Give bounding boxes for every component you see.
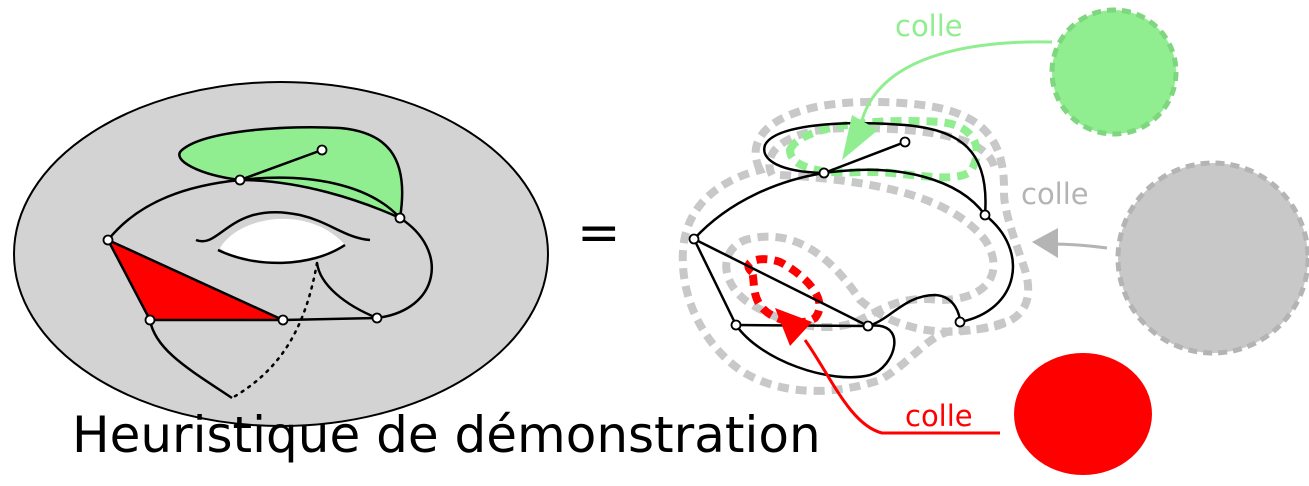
vertex	[371, 312, 383, 324]
colle-label-gray: colle	[1021, 177, 1089, 211]
vertex	[730, 319, 742, 331]
gray-disk	[1115, 160, 1309, 356]
torus-hole-lower-edge	[217, 243, 346, 265]
gray-arrowhead	[1032, 228, 1058, 258]
vertex	[102, 234, 114, 246]
green-disk	[1049, 7, 1179, 137]
torus-edge-right-loop	[376, 216, 434, 320]
green-arrowhead	[842, 115, 878, 160]
equals-sign: =	[577, 203, 621, 263]
green-face-chord	[239, 148, 323, 182]
vertex	[954, 316, 966, 328]
unfolded-figure	[678, 97, 1033, 395]
green-arrow	[860, 40, 1053, 121]
unfolded-edge-right	[959, 214, 1015, 324]
vertex	[277, 314, 289, 326]
unfolded-edge-bottom	[734, 324, 896, 379]
vertex	[899, 136, 911, 148]
torus-hole-upper-edge	[195, 210, 371, 243]
unfolded-edge-bump	[867, 293, 962, 328]
colle-label-red: colle	[905, 399, 973, 433]
vertex	[394, 212, 406, 224]
red-arrowhead	[775, 308, 812, 346]
red-dashed-boundary	[744, 255, 824, 327]
unfolded-edge-triangle-top	[693, 237, 869, 328]
torus-edge-bottom-base	[282, 316, 378, 322]
colle-label-green: colle	[895, 9, 963, 43]
torus-edge-hidden-dotted	[230, 261, 319, 400]
unfolded-edge-chord	[823, 140, 906, 175]
unfolded-edge-top-loop	[763, 121, 987, 216]
vertex	[234, 174, 246, 186]
vertex	[688, 233, 700, 245]
torus-edge-inner-curve	[315, 262, 378, 320]
torus-figure	[13, 81, 549, 427]
diagram-title: Heuristique de démonstration	[72, 406, 821, 464]
unfolded-edge-triangle-left	[692, 238, 738, 326]
vertex	[316, 144, 328, 156]
gray-arrow	[1049, 242, 1108, 250]
vertex	[862, 320, 874, 332]
red-face	[105, 237, 284, 322]
vertex	[979, 209, 991, 221]
torus-hole	[220, 218, 345, 264]
red-arrow	[803, 339, 1000, 435]
torus-edge-lower-curve	[148, 319, 233, 400]
green-face	[178, 125, 404, 220]
vertex	[818, 167, 830, 179]
vertex	[144, 314, 156, 326]
red-disk	[1014, 353, 1152, 475]
